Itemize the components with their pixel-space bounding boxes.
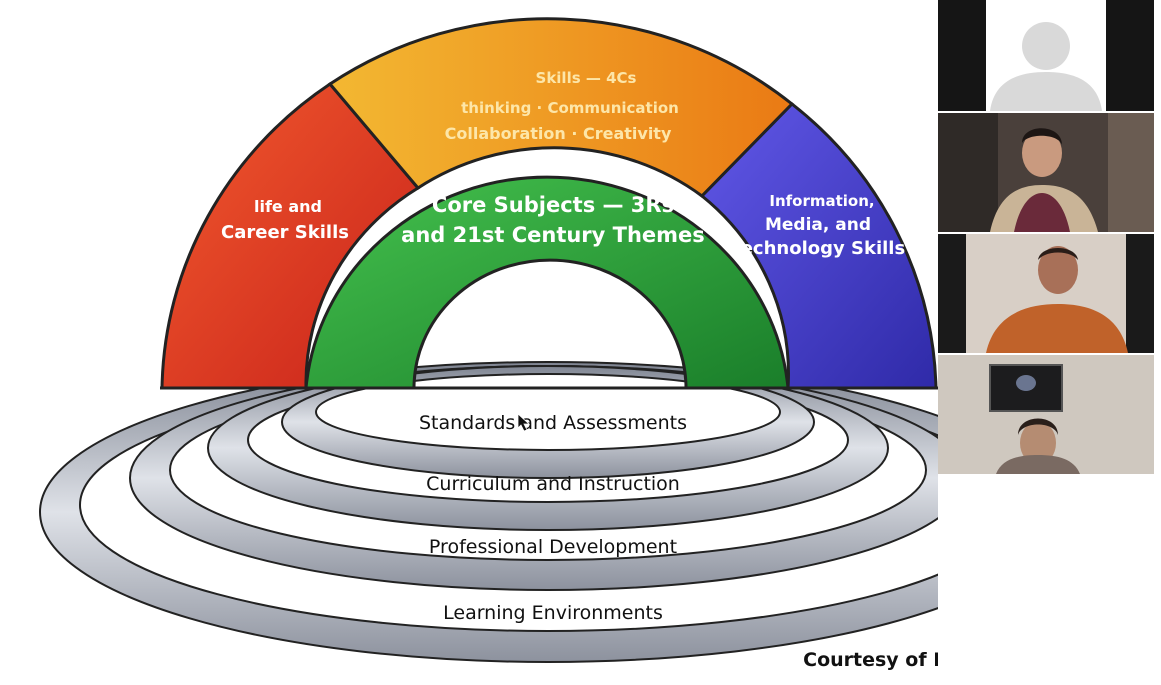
four-cs-line2: Collaboration · Creativity [445,124,672,143]
person-silhouette-icon [990,22,1102,111]
support-rings [39,361,1057,663]
participant-tile-3[interactable] [938,234,1154,353]
hand-cursor-icon [517,413,531,432]
information-line2: Media, and [765,215,871,235]
information-line3: Technology Skills [731,238,905,259]
curriculum-instruction-label: Curriculum and Instruction [426,473,680,495]
participant-tile-2[interactable] [938,113,1154,232]
four-cs-segment [327,17,795,198]
core-subjects-line1: Core Subjects — 3Rs [432,193,674,217]
outcomes-rainbow [160,17,938,390]
life-career-line1: life and [254,197,322,216]
participant-video-4 [938,355,1154,474]
information-line1: Information, [769,192,874,210]
core-subjects-segment [304,175,790,390]
standards-assessments-label: Standards and Assessments [419,412,687,434]
participant-video-strip [938,0,1161,685]
core-subjects-line2: and 21st Century Themes [401,223,705,247]
learning-environments-label: Learning Environments [443,602,663,624]
participant-video-3 [966,234,1128,353]
participant-tile-4[interactable] [938,355,1154,474]
participant-video-2 [938,113,1154,232]
four-cs-title: Skills — 4Cs [536,69,637,87]
life-career-line2: Career Skills [221,222,349,243]
participant-tile-1[interactable] [938,0,1154,111]
four-cs-line1: thinking · Communication [461,99,679,117]
professional-development-label: Professional Development [429,536,677,558]
